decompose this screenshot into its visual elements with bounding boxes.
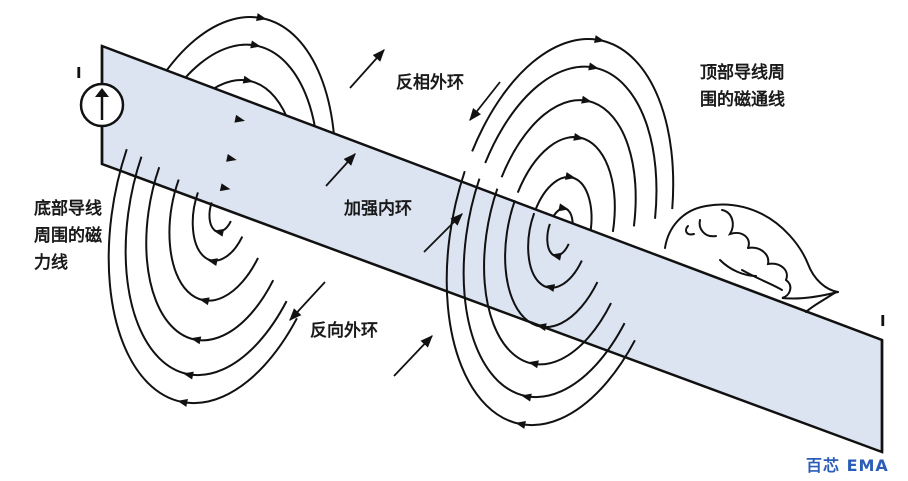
ring-left-5-arrow-top [256, 13, 267, 21]
right-hand-grip [664, 203, 839, 313]
ring-right-5-arrow-bottom [515, 421, 526, 429]
ring-right-2-arrow-bottom [536, 323, 547, 332]
ring-left-2-arrow-bottom [198, 297, 210, 306]
arrow-top-right-outer [469, 81, 501, 121]
ring-left-2-arrow-top [234, 114, 246, 123]
label-reverse-outer-bottom: 反向外环 [310, 321, 378, 341]
ring-left-1-front [191, 192, 244, 262]
ring-left-5-arrow-bottom [177, 399, 188, 407]
label-current-right: I [880, 312, 886, 330]
ring-right-4-arrow-bottom [521, 393, 532, 402]
ring-right-1-arrow-bottom [544, 284, 556, 292]
ring-left-4-front [124, 156, 288, 377]
ring-right-5-front [445, 170, 636, 427]
ring-right-0-front [546, 223, 570, 257]
ring-left-0-arrow-bottom [213, 228, 225, 237]
ring-left-4-arrow-bottom [183, 371, 194, 380]
ring-right-1-back [534, 176, 593, 235]
outer-field-arrows [289, 49, 501, 377]
arrow-bottom-left-outer [289, 281, 326, 321]
ring-right-1-front [527, 212, 583, 289]
label-current-left: I [76, 64, 82, 82]
arrow-bottom-right-outer [393, 335, 433, 377]
ring-right-3-front [483, 188, 612, 366]
ring-right-3-arrow-bottom [528, 360, 539, 369]
ring-right-4-arrow-top [588, 62, 599, 71]
ring-right-3-back [500, 99, 637, 227]
label-reverse-outer-top: 反相外环 [396, 73, 464, 93]
label-top-wire-flux: 顶部导线周 围的磁通线 [700, 63, 785, 110]
ring-right-5-back [471, 38, 675, 210]
arrow-mid-left [325, 153, 356, 187]
ring-right-2-front [504, 199, 599, 329]
ring-right-4-front [462, 178, 626, 399]
ring-left-3-front [145, 166, 275, 342]
ring-right-2-arrow-top [573, 132, 584, 141]
label-bottom-wire-flux: 底部导线 周围的磁 力线 [34, 199, 102, 273]
current-source [79, 46, 125, 164]
ring-right-0-arrow-top [558, 203, 569, 212]
ring-left-4-arrow-top [250, 40, 261, 49]
ring-left-3-arrow-bottom [190, 336, 202, 345]
ring-right-3-arrow-top [581, 95, 592, 104]
flux-direction-arrows [177, 13, 605, 429]
ring-left-0-front [208, 202, 232, 233]
ring-left-1-arrow-bottom [207, 258, 218, 267]
ring-left-2-front [168, 179, 259, 302]
ring-right-1-arrow-top [564, 172, 576, 180]
arrow-mid-right [423, 213, 463, 253]
ring-left-5-front [107, 148, 298, 405]
ring-left-5-back [133, 16, 337, 188]
arrow-top-left-outer [349, 49, 385, 89]
ring-right-5-arrow-top [594, 35, 605, 43]
ring-right-0-arrow-bottom [551, 252, 562, 261]
flux-rings-front [107, 148, 636, 427]
ring-left-0-arrow-top [219, 183, 231, 192]
label-reinforced-inner: 加强内环 [344, 199, 412, 219]
ring-left-3-arrow-top [242, 75, 254, 84]
ring-left-1-arrow-top [226, 153, 237, 162]
watermark-logo: 百芯 EMA [806, 456, 889, 475]
ring-right-2-back [516, 136, 616, 233]
ring-right-4-back [484, 65, 658, 219]
